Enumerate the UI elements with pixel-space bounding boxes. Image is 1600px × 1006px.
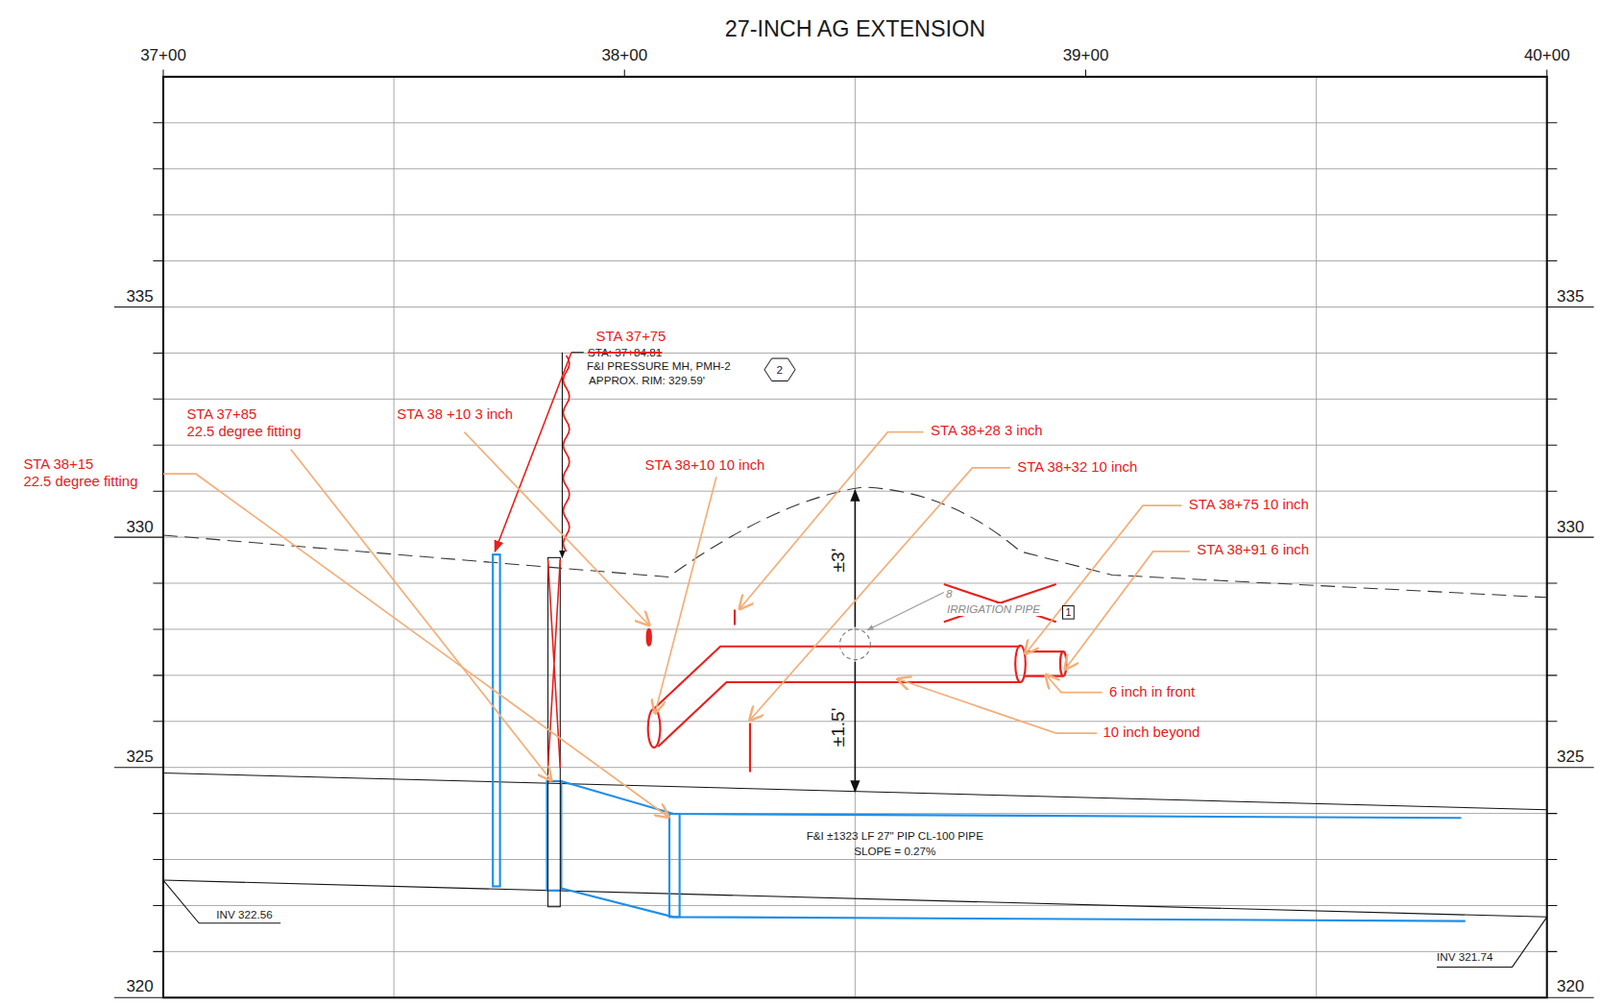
pipe-27-inch — [492, 554, 1466, 921]
struck-pipe-label: IRRIGATION PIPE — [945, 603, 1042, 616]
mh-leader — [561, 352, 563, 558]
elevation-label: 320 — [1556, 977, 1584, 996]
elevation-label: 330 — [125, 518, 153, 537]
callout-number: 2 — [776, 363, 784, 376]
revision-cloud — [563, 355, 570, 552]
callout-box: 1 — [1062, 605, 1075, 620]
sheet-frame — [163, 76, 1548, 997]
irrigation-leader — [867, 591, 945, 630]
elevation-label: 325 — [1556, 748, 1584, 767]
pipe-10-inch — [648, 645, 1026, 748]
elevation-label: 320 — [125, 977, 153, 996]
elevation-label: 330 — [1556, 518, 1584, 537]
mh-callout-line — [571, 351, 584, 353]
station-label: 38+00 — [601, 47, 648, 66]
pipe-note: 10 inch beyond — [1103, 724, 1201, 740]
manhole-note: APPROX. RIM: 329.59' — [588, 374, 705, 388]
pipe-note: 6 inch in front — [1109, 683, 1195, 700]
elevation-label: 335 — [1556, 288, 1584, 307]
irrigation-pipe — [839, 629, 871, 660]
callout-number: 1 — [1065, 606, 1071, 618]
slope-note: SLOPE = 0.27% — [853, 845, 936, 858]
pipe-note: STA 38+91 6 inch — [1196, 541, 1310, 558]
pipe-note: STA 38+10 10 inch — [645, 457, 766, 473]
pipe-note: F&I ±1323 LF 27" PIP CL-100 PIPE — [806, 829, 984, 843]
dimension: ±3' — [828, 548, 849, 573]
fitting-note: 22.5 degree fitting — [23, 473, 138, 489]
struck-station: STA: 37+84.81 — [587, 346, 662, 360]
grid-ticks — [114, 69, 1595, 997]
dimension-lines — [854, 489, 857, 791]
pipe-note: STA 38+28 3 inch — [930, 422, 1043, 438]
fitting-note: 22.5 degree fitting — [186, 423, 301, 439]
manhole — [548, 557, 561, 906]
pipe-6-inch — [1024, 651, 1067, 677]
callout-shape — [1063, 606, 1075, 620]
pipe-size: 8 — [945, 587, 953, 601]
manhole-note: F&I PRESSURE MH, PMH-2 — [586, 360, 731, 373]
sta-arrow — [494, 352, 572, 552]
drawing-title: 27-INCH AG EXTENSION — [725, 17, 986, 43]
trench-lines — [163, 773, 1548, 918]
dimension: ±1.5' — [828, 706, 849, 747]
pipe-note: STA 38+32 10 inch — [1017, 459, 1138, 475]
invert-label: INV 322.56 — [216, 908, 272, 922]
invert-label: INV 321.74 — [1436, 950, 1493, 964]
elevation-label: 325 — [125, 748, 153, 767]
grid-lines — [163, 76, 1548, 997]
station-label: 40+00 — [1524, 47, 1571, 66]
station-label: 39+00 — [1063, 47, 1110, 66]
leader-lines — [163, 432, 1190, 818]
station-note: STA 37+75 — [596, 328, 667, 344]
elevation-label: 335 — [125, 288, 153, 307]
pipe-3-inch-marks — [647, 609, 751, 773]
callout-shape — [764, 358, 796, 382]
pipe-note: STA 38+75 10 inch — [1188, 496, 1310, 512]
station-label: 37+00 — [140, 47, 187, 66]
inv-leaders — [163, 879, 1548, 967]
station-note: STA 37+85 — [186, 406, 257, 422]
pipe-note: STA 38 +10 3 inch — [396, 406, 513, 422]
station-note: STA 38+15 — [23, 456, 94, 472]
callout-hexagon: 2 — [763, 357, 797, 383]
irrigation-strike — [944, 583, 1057, 622]
